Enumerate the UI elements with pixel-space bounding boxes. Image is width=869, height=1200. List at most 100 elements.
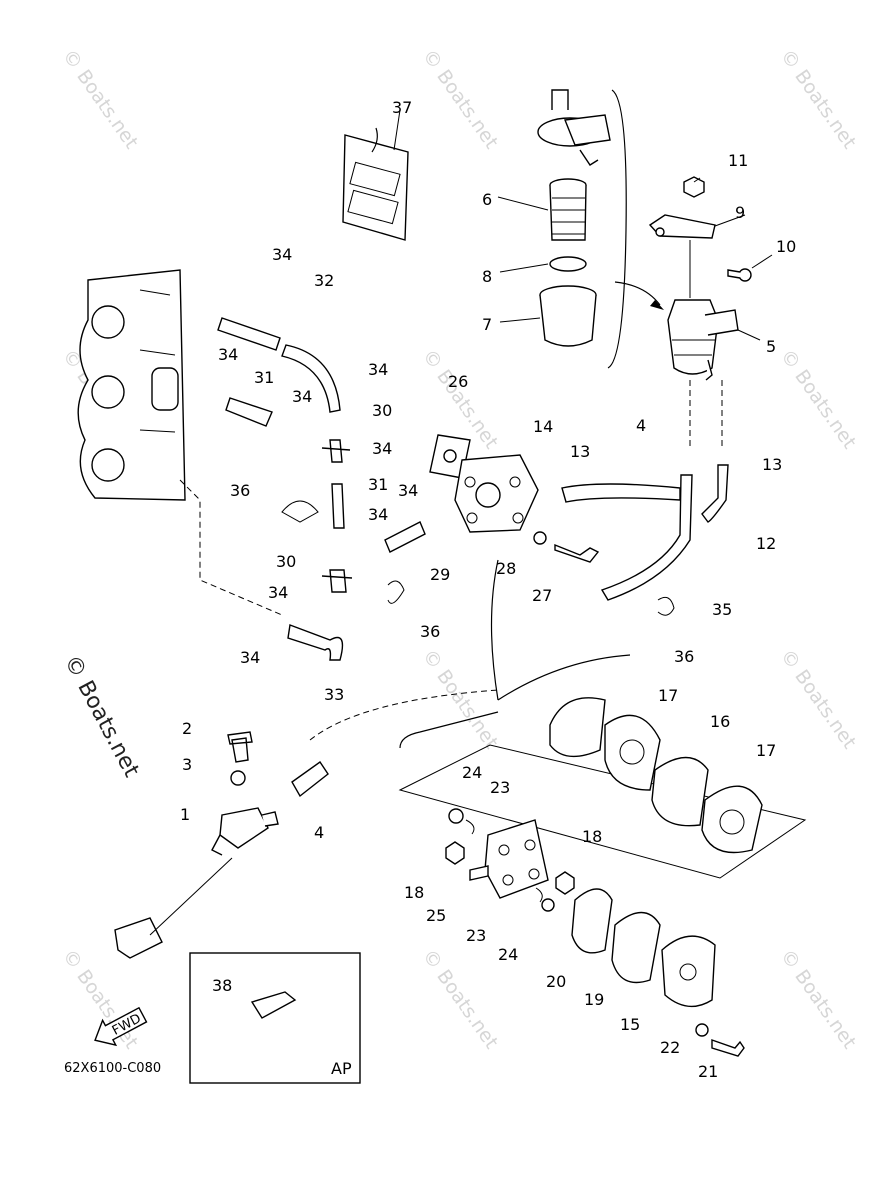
filter-housing-top-drawing	[537, 89, 611, 166]
callout-25: 25	[426, 906, 446, 925]
callout-27: 27	[532, 586, 552, 605]
callout-36: 36	[420, 622, 440, 641]
callout-34: 34	[268, 583, 288, 602]
gaskets-drawing	[549, 697, 763, 854]
watermark: © Boats.net	[418, 645, 503, 753]
hoses-left-drawing	[217, 317, 426, 661]
screw-21-drawing	[711, 1039, 745, 1057]
callout-24: 24	[462, 763, 482, 782]
callout-23: 23	[490, 778, 510, 797]
callout-28: 28	[496, 559, 516, 578]
callout-17: 17	[658, 686, 678, 705]
callout-37: 37	[392, 98, 412, 117]
callout-11: 11	[728, 151, 748, 170]
callout-34: 34	[218, 345, 238, 364]
watermark: © Boats.net	[776, 45, 861, 153]
arrow-head	[650, 300, 664, 310]
callout-34: 34	[272, 245, 292, 264]
callout-38: 38	[212, 976, 232, 995]
callout-21: 21	[698, 1062, 718, 1081]
callout-5: 5	[766, 337, 776, 356]
nut-18a-drawing	[445, 841, 465, 865]
washer-28-drawing	[533, 531, 547, 545]
callout-34: 34	[398, 481, 418, 500]
callout-15: 15	[620, 1015, 640, 1034]
callout-30: 30	[276, 552, 296, 571]
part-38-drawing	[250, 991, 297, 1019]
filter-group-bracket	[607, 89, 627, 369]
gasket-tray-outline	[398, 744, 807, 879]
leader-lines	[149, 109, 773, 936]
callout-6: 6	[482, 190, 492, 209]
washer-3-drawing	[230, 770, 246, 786]
callout-26: 26	[448, 372, 468, 391]
diagram-code: 62X6100-C080	[64, 1061, 161, 1076]
callout-4: 4	[636, 416, 646, 435]
fuel-filter-5-drawing	[667, 299, 739, 381]
screw-24b-drawing	[541, 898, 555, 912]
nut-11-drawing	[683, 176, 705, 198]
callout-2: 2	[182, 719, 192, 738]
callout-24: 24	[498, 945, 518, 964]
nut-18b-drawing	[555, 871, 575, 895]
callout-36: 36	[230, 481, 250, 500]
diaphragm-20-drawing	[571, 888, 613, 954]
watermark: © Boats.net	[776, 945, 861, 1053]
pump-group-bracket	[490, 559, 499, 701]
clip-23a-drawing	[465, 819, 475, 835]
washer-22-drawing	[695, 1023, 709, 1037]
hoses-right-drawing	[561, 464, 729, 601]
callout-9: 9	[735, 203, 745, 222]
callout-13: 13	[762, 455, 782, 474]
watermark: © Boats.net	[776, 345, 861, 453]
callout-23: 23	[466, 926, 486, 945]
bolt-27-drawing	[554, 543, 600, 563]
callout-35: 35	[712, 600, 732, 619]
callout-29: 29	[430, 565, 450, 584]
o-ring-8-drawing	[549, 256, 587, 272]
callout-3: 3	[182, 755, 192, 774]
callout-18: 18	[582, 827, 602, 846]
callout-34: 34	[292, 387, 312, 406]
callout-30: 30	[372, 401, 392, 420]
diaphragm-19-drawing	[611, 911, 661, 984]
pump-body-25-drawing	[469, 819, 549, 899]
bracket-9-drawing	[648, 214, 716, 239]
pump-group-bracket	[497, 654, 631, 701]
callout-34: 34	[368, 505, 388, 524]
watermark: © Boats.net	[58, 45, 143, 153]
callout-7: 7	[482, 315, 492, 334]
callout-18: 18	[404, 883, 424, 902]
callout-22: 22	[660, 1038, 680, 1057]
callout-34: 34	[240, 648, 260, 667]
callout-8: 8	[482, 267, 492, 286]
inset-box	[189, 952, 361, 1084]
watermark: © Boats.net	[418, 945, 503, 1053]
pump-group-bracket	[399, 711, 499, 749]
callout-19: 19	[584, 990, 604, 1009]
callout-1: 1	[180, 805, 190, 824]
callout-34: 34	[368, 360, 388, 379]
tag-37-drawing	[342, 127, 409, 241]
watermark: © Boats.net	[418, 45, 503, 153]
callout-12: 12	[756, 534, 776, 553]
watermarks: © Boats.net © Boats.net © Boats.net © Bo…	[58, 45, 861, 1053]
filter-cup-7-drawing	[539, 285, 597, 347]
callout-17: 17	[756, 741, 776, 760]
watermark: © Boats.net	[418, 345, 503, 453]
callout-14: 14	[533, 417, 553, 436]
callout-4: 4	[314, 823, 324, 842]
screw-10-drawing	[727, 268, 752, 282]
connector-drawing	[114, 917, 163, 959]
group-arrow	[614, 281, 661, 306]
inset-label: AP	[331, 1059, 352, 1078]
callout-36: 36	[674, 647, 694, 666]
screw-2-drawing	[227, 731, 253, 763]
callout-34: 34	[372, 439, 392, 458]
fuel-pump-14-drawing	[429, 434, 539, 533]
callout-32: 32	[314, 271, 334, 290]
pump-cover-15-drawing	[661, 935, 716, 1008]
